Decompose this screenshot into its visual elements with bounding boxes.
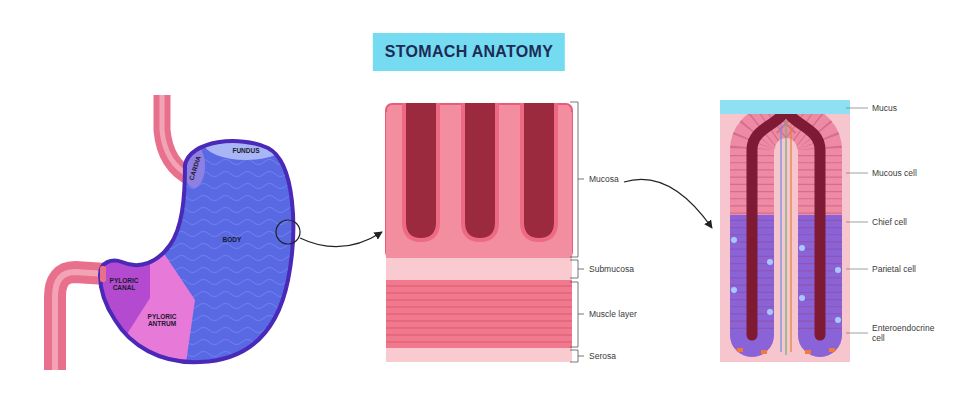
part-label: Chief cell xyxy=(872,217,907,227)
wall-section xyxy=(386,103,572,362)
region-label: PYLORIC CANAL xyxy=(107,277,141,292)
label-text: Mucus xyxy=(872,103,897,113)
gastric-gland xyxy=(720,100,850,362)
part-label: Serosa xyxy=(589,351,616,361)
title-text: STOMACH ANATOMY xyxy=(385,43,553,60)
zoom-arrow xyxy=(624,179,712,228)
region-label: BODY xyxy=(223,236,242,243)
label-text: PYLORIC CANAL xyxy=(110,277,139,291)
part-label: Submucosa xyxy=(589,264,634,274)
bracket xyxy=(570,102,584,362)
label-text: Chief cell xyxy=(872,217,907,227)
duodenum xyxy=(55,272,106,370)
label-text: Mucous cell xyxy=(872,168,917,178)
stomach xyxy=(90,126,310,370)
label-text: FUNDUS xyxy=(232,147,259,154)
region-label: FUNDUS xyxy=(232,147,259,154)
part-label: Mucous cell xyxy=(872,168,917,178)
region-label: PYLORIC ANTRUM xyxy=(142,313,182,328)
zoom-arrow xyxy=(300,232,382,247)
leader-line xyxy=(846,108,868,333)
title-banner: STOMACH ANATOMY xyxy=(373,33,565,71)
region-label: CARDIA xyxy=(188,155,203,181)
label-text: CARDIA xyxy=(188,155,202,181)
label-text: Enteroendocrine cell xyxy=(872,323,934,343)
label-text: Submucosa xyxy=(589,264,634,274)
label-text: Mucosa xyxy=(589,174,619,184)
part-label: Mucus xyxy=(872,103,897,113)
label-text: BODY xyxy=(223,236,242,243)
label-text: PYLORIC ANTRUM xyxy=(148,313,177,327)
part-label: Enteroendocrine cell xyxy=(872,323,942,343)
label-text: Parietal cell xyxy=(872,264,916,274)
label-text: Serosa xyxy=(589,351,616,361)
part-label: Parietal cell xyxy=(872,264,916,274)
part-label: Muscle layer xyxy=(589,309,637,319)
zoom-circle xyxy=(276,220,300,244)
label-text: Muscle layer xyxy=(589,309,637,319)
part-label: Mucosa xyxy=(589,174,619,184)
